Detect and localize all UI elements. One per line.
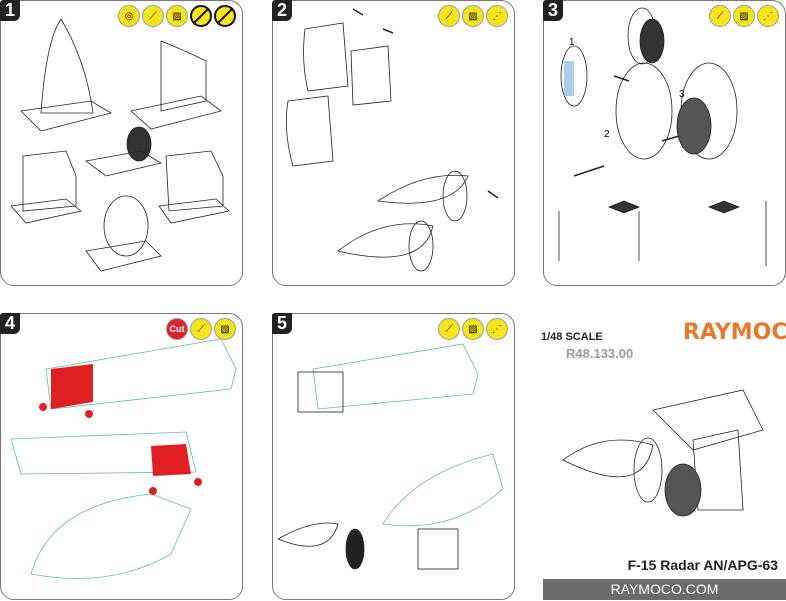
knife-icon: ⟋: [709, 5, 731, 27]
file-icon: ▨: [166, 5, 188, 27]
step-3-antenna-illustration: [558, 7, 767, 266]
tool-icons: ◎ ⟋ ▨: [118, 5, 236, 27]
step-4-fuselage-cut-illustration: [10, 338, 237, 579]
website-link[interactable]: RAYMOCO.COM: [543, 579, 786, 600]
step-number: 2: [272, 0, 292, 21]
callout-3: 3: [679, 89, 685, 100]
tool-icons: ⟋ ▨ ⋰: [709, 5, 779, 27]
knife-icon: ⟋: [190, 318, 212, 340]
knife-icon: ⟋: [438, 318, 460, 340]
step-5-final-assembly-illustration: [277, 343, 504, 570]
no-paint-icon: [214, 5, 236, 27]
tool-icons: ⟋ ▨ ⋰: [438, 5, 508, 27]
step-number: 3: [543, 0, 563, 21]
no-glue-icon: [190, 5, 212, 27]
product-title: F-15 Radar AN/APG-63: [627, 557, 778, 573]
step-1-parts-illustration: [10, 18, 230, 272]
file-icon: ▨: [462, 5, 484, 27]
cut-icon: Cut: [166, 318, 188, 340]
step-4-panel: 4 Cut ⟋ ▨: [0, 313, 243, 600]
sanding-icon: ⋰: [486, 5, 508, 27]
sanding-icon: ⋰: [757, 5, 779, 27]
tool-icons: ⟋ ▨ ⋰: [438, 318, 508, 340]
knife-icon: ⟋: [438, 5, 460, 27]
file-icon: ▨: [462, 318, 484, 340]
step-3-panel: 3 ⟋ ▨ ⋰ 1 2 3: [543, 0, 786, 286]
sanding-icon: ◎: [118, 5, 140, 27]
finished-radar-illustration: [562, 389, 764, 517]
knife-icon: ⟋: [142, 5, 164, 27]
sanding-icon: ⋰: [486, 318, 508, 340]
brand-logo: RAYMOCO: [683, 320, 786, 345]
callout-1: 1: [569, 37, 575, 48]
step-2-panel: 2 ⟋ ▨ ⋰: [272, 0, 515, 286]
tool-icons: Cut ⟋ ▨: [166, 318, 236, 340]
step-number: 5: [272, 313, 292, 334]
callout-2: 2: [604, 129, 610, 140]
scale-label: 1/48 SCALE: [541, 331, 603, 343]
step-1-panel: 1 ◎ ⟋ ▨: [0, 0, 243, 286]
file-icon: ▨: [733, 5, 755, 27]
file-icon: ▨: [214, 318, 236, 340]
step-number: 1: [0, 0, 20, 21]
step-2-assembly-illustration: [285, 8, 499, 272]
step-number: 4: [0, 313, 20, 334]
product-code: R48.133.00: [566, 346, 634, 361]
step-5-panel: 5 ⟋ ▨ ⋰: [272, 313, 515, 600]
